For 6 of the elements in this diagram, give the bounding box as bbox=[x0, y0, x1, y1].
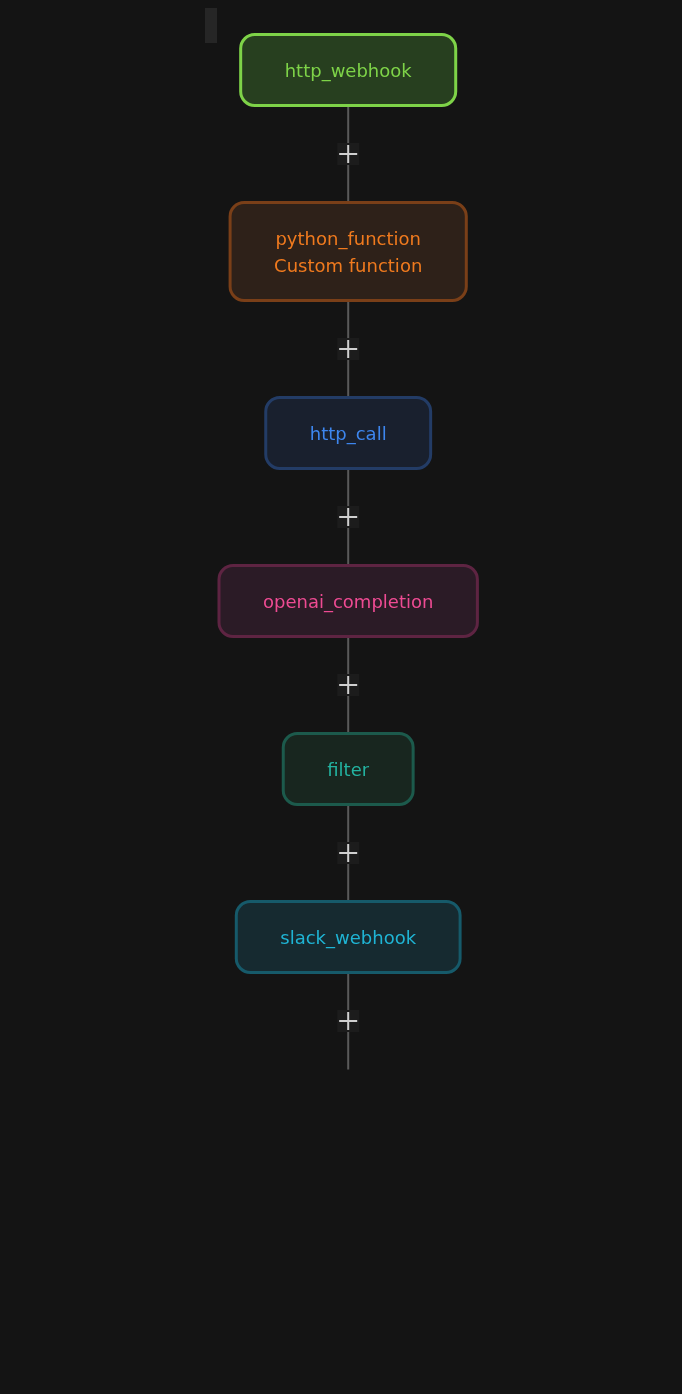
node-box: http_call bbox=[264, 396, 432, 470]
node-box: slack_webhook bbox=[234, 900, 462, 974]
node-box: http_webhook bbox=[239, 33, 457, 107]
node-box: openai_completion bbox=[217, 564, 479, 638]
node-box: filter bbox=[281, 732, 415, 806]
node-box: python_function Custom function bbox=[228, 201, 468, 302]
